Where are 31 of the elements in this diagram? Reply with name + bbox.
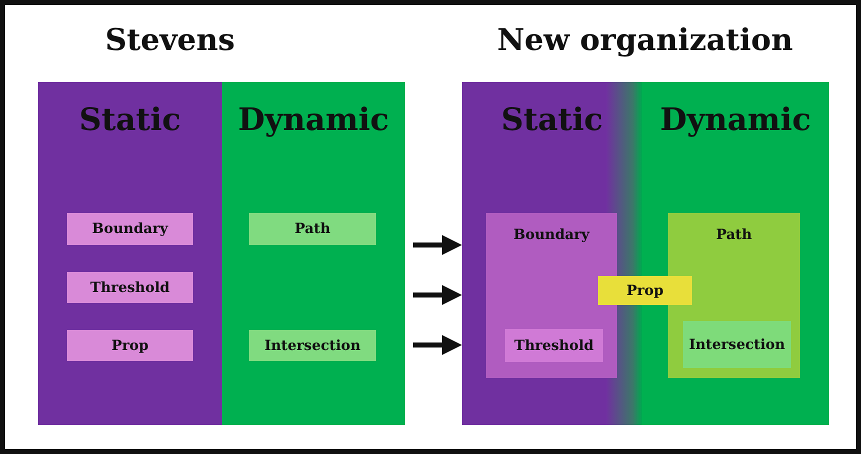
panel-heading: Dynamic — [660, 102, 811, 138]
label-box — [67, 330, 193, 361]
box-label: Threshold — [90, 280, 170, 296]
panel-heading: Dynamic — [238, 102, 389, 138]
group-box — [668, 213, 800, 378]
box-label: Path — [716, 227, 752, 243]
box-label: Prop — [111, 338, 149, 354]
label-box — [67, 213, 193, 245]
dynamic-panel — [222, 82, 405, 425]
box-label: Path — [294, 221, 330, 237]
column-title: Stevens — [105, 23, 235, 58]
panel-heading: Static — [501, 102, 603, 138]
group-box — [486, 213, 617, 378]
box-label: Boundary — [92, 221, 168, 237]
box-label: Boundary — [514, 227, 590, 243]
box-label: Intersection — [264, 338, 361, 354]
box-label: Threshold — [514, 338, 594, 354]
label-box — [683, 321, 791, 368]
panel-heading: Static — [79, 102, 181, 138]
column-title: New organization — [497, 23, 793, 58]
label-box — [598, 276, 692, 305]
label-box — [249, 213, 376, 245]
arrow — [413, 335, 462, 355]
box-label: Intersection — [688, 336, 786, 352]
static-panel — [38, 82, 222, 425]
label-box — [249, 330, 376, 361]
label-box — [505, 329, 603, 362]
label-box — [67, 272, 193, 303]
arrow — [413, 285, 462, 305]
box-label: Prop — [626, 282, 664, 298]
arrow — [413, 235, 462, 255]
